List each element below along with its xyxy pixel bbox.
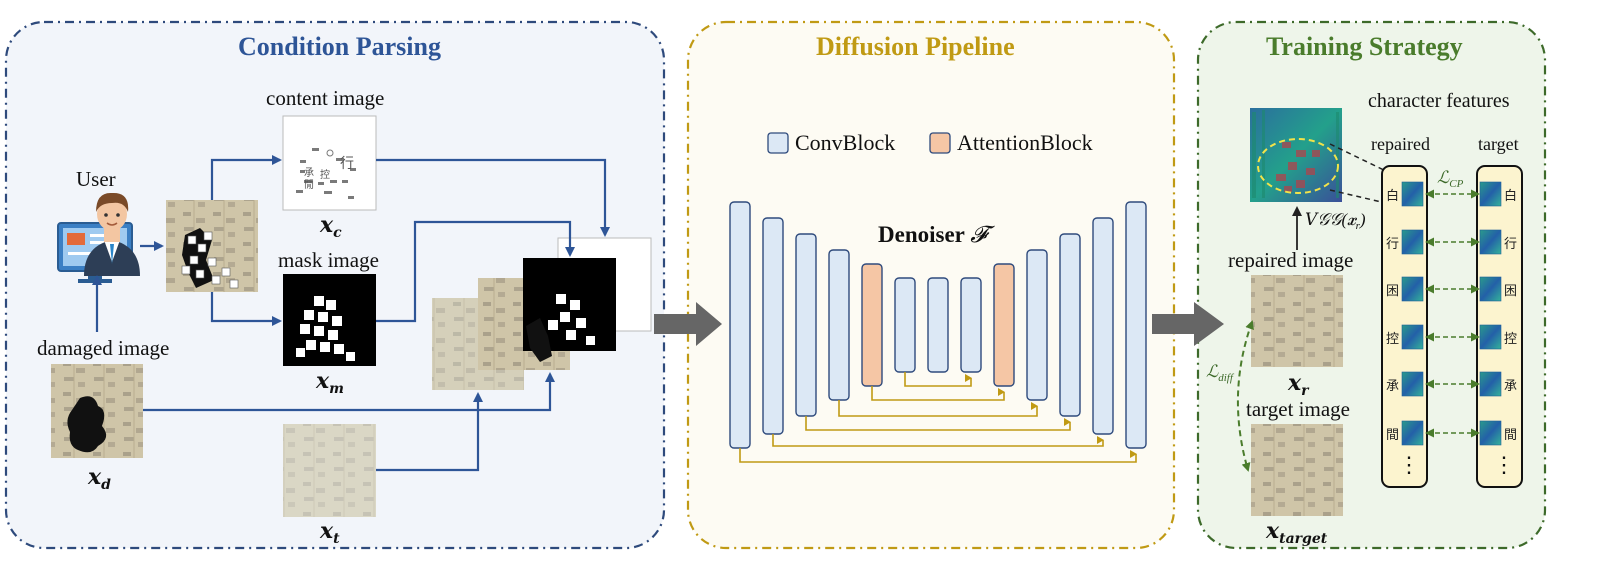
- stacked-condition-inputs: [432, 237, 652, 390]
- repaired-feature-map: [1401, 324, 1424, 350]
- content-char-label: 承: [304, 167, 314, 179]
- conv-block: [795, 233, 817, 417]
- zoom-line: [1329, 189, 1391, 205]
- repaired-char-label: 控: [1386, 332, 1399, 347]
- l-diff-label: ℒdiff: [1206, 362, 1233, 384]
- damaged-with-mask-image: [166, 200, 258, 292]
- repaired-image-label: repaired image: [1228, 248, 1354, 272]
- target-feature-map: [1479, 420, 1502, 446]
- target-image-label: target image: [1246, 397, 1350, 421]
- target-feature-map: [1479, 324, 1502, 350]
- conv-block: [960, 277, 982, 373]
- conv-block: [1125, 201, 1147, 449]
- target-feature-map: [1479, 181, 1502, 207]
- content-char-label: 行: [340, 156, 354, 172]
- conv-block: [1059, 233, 1081, 417]
- target-feature-map: [1479, 229, 1502, 255]
- repaired-feature-map: [1401, 371, 1424, 397]
- x-c-label: xc: [320, 212, 342, 241]
- condition-title: Condition Parsing: [238, 32, 441, 61]
- conv-block: [762, 217, 784, 435]
- user-label: User: [76, 167, 116, 191]
- legend-conv-swatch: [767, 132, 789, 154]
- target-col-label: target: [1478, 134, 1519, 154]
- skip-connection: [805, 416, 1071, 431]
- mask-image: [283, 274, 376, 366]
- skip-connection: [739, 448, 1137, 463]
- content-image-label: content image: [266, 86, 385, 110]
- conv-block: [1092, 217, 1114, 435]
- repaired-feature-map: [1401, 276, 1424, 302]
- target-image: [1251, 424, 1343, 516]
- denoiser-label: Denoiser 𝓕: [878, 222, 988, 247]
- condition-arrows: [92, 155, 610, 472]
- repaired-char-label: 行: [1386, 237, 1399, 252]
- attention-block: [861, 263, 883, 387]
- repaired-feature-map: [1401, 420, 1424, 446]
- zoom-line: [1329, 143, 1391, 174]
- legend-conv-label: ConvBlock: [795, 130, 896, 155]
- content-image: [282, 115, 377, 211]
- x-d-label: xd: [88, 464, 111, 493]
- repaired-feature-map: [1401, 181, 1424, 207]
- repaired-image: [1251, 275, 1343, 367]
- to-training-arrow: [1152, 302, 1224, 346]
- target-ellipsis: ⋮: [1493, 452, 1515, 477]
- skip-connection: [838, 400, 1038, 417]
- conv-block: [1026, 249, 1048, 401]
- target-char-label: 白: [1504, 188, 1517, 204]
- target-feature-map: [1479, 371, 1502, 397]
- feature-rows: 白 白行 行困 困控 控承 承間 間: [1386, 181, 1517, 446]
- repaired-col-label: repaired: [1371, 134, 1430, 154]
- x-m-label: xm: [316, 368, 344, 397]
- repaired-feature-map: [1401, 229, 1424, 255]
- char-features-label: character features: [1368, 90, 1510, 112]
- unet-denoiser: [729, 201, 1147, 463]
- repaired-char-label: 白: [1386, 188, 1399, 204]
- x-r-label: xr: [1288, 370, 1309, 399]
- skip-connection: [871, 386, 1005, 401]
- repaired-ellipsis: ⋮: [1398, 452, 1420, 477]
- repaired-char-label: 困: [1386, 284, 1399, 299]
- vgg-label: 𝑉𝒢𝒢(𝒙r): [1305, 210, 1366, 232]
- conv-block: [828, 249, 850, 401]
- target-char-label: 控: [1504, 332, 1517, 347]
- l-cp-label: ℒCP: [1437, 168, 1464, 190]
- target-char-label: 承: [1504, 379, 1517, 394]
- mask-image-label: mask image: [278, 248, 379, 272]
- content-char-label: 控: [320, 168, 330, 181]
- damaged-image-label: damaged image: [37, 336, 170, 360]
- noisy-target-image: [283, 424, 376, 517]
- user-icon: [57, 192, 140, 283]
- target-char-label: 間: [1504, 428, 1517, 443]
- damaged-image: [51, 364, 143, 458]
- conv-block: [894, 277, 916, 373]
- to-diffusion-arrow: [654, 302, 722, 346]
- target-char-label: 困: [1504, 284, 1517, 299]
- diffusion-title: Diffusion Pipeline: [816, 32, 1015, 61]
- legend-attn-label: AttentionBlock: [957, 130, 1093, 155]
- skip-connection: [904, 372, 972, 387]
- x-target-label: xtarget: [1266, 518, 1328, 547]
- target-char-label: 行: [1504, 237, 1517, 252]
- attention-block: [993, 263, 1015, 387]
- conv-block: [927, 277, 949, 373]
- training-title: Training Strategy: [1266, 32, 1463, 61]
- legend-attn-swatch: [929, 132, 951, 154]
- vgg-feature-map: [1250, 108, 1342, 202]
- target-feature-map: [1479, 276, 1502, 302]
- conv-block: [729, 201, 751, 449]
- repaired-char-label: 間: [1386, 428, 1399, 443]
- l-diff-arrow: [1236, 320, 1254, 472]
- repaired-char-label: 承: [1386, 379, 1399, 394]
- skip-connection: [772, 434, 1104, 447]
- content-char-label: 閒: [304, 179, 314, 191]
- x-t-label: xt: [320, 518, 340, 547]
